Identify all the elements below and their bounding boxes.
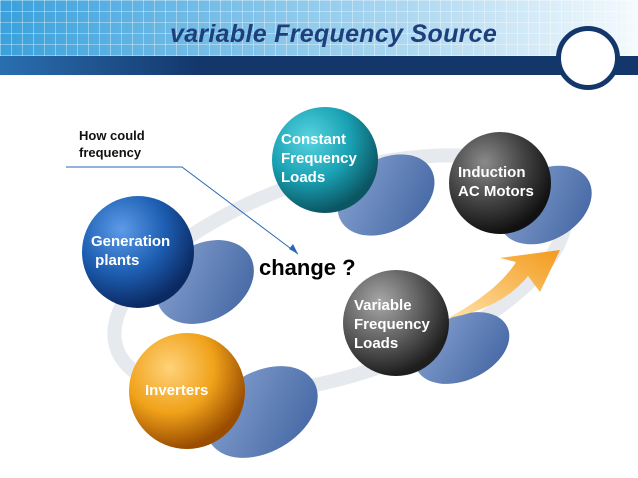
question-text: How could frequency	[79, 128, 145, 160]
variable-frequency-sphere	[343, 270, 449, 376]
inverters-label: Inverters	[145, 382, 209, 399]
header-bar-highlight	[0, 56, 200, 75]
generation-plants-label: Generation plants	[91, 233, 171, 269]
variable-frequency-label: Variable Frequency Loads	[354, 297, 430, 352]
constant-frequency-sphere	[272, 107, 378, 213]
slide-title: variable Frequency Source	[170, 20, 498, 48]
change-text: change ?	[259, 255, 356, 280]
header-grid	[0, 0, 638, 56]
inverters-sphere	[129, 333, 245, 449]
constant-frequency-label: Constant Frequency Loads	[281, 131, 357, 186]
question-pointer-line	[66, 166, 299, 255]
generation-plants-sphere	[82, 196, 194, 308]
induction-motors-label: Induction AC Motors	[458, 164, 534, 200]
header-circle-decoration	[556, 26, 620, 90]
question-pointer-arrowhead	[289, 244, 298, 254]
induction-motors-sphere	[449, 132, 551, 234]
cycle-arrow	[448, 250, 560, 318]
